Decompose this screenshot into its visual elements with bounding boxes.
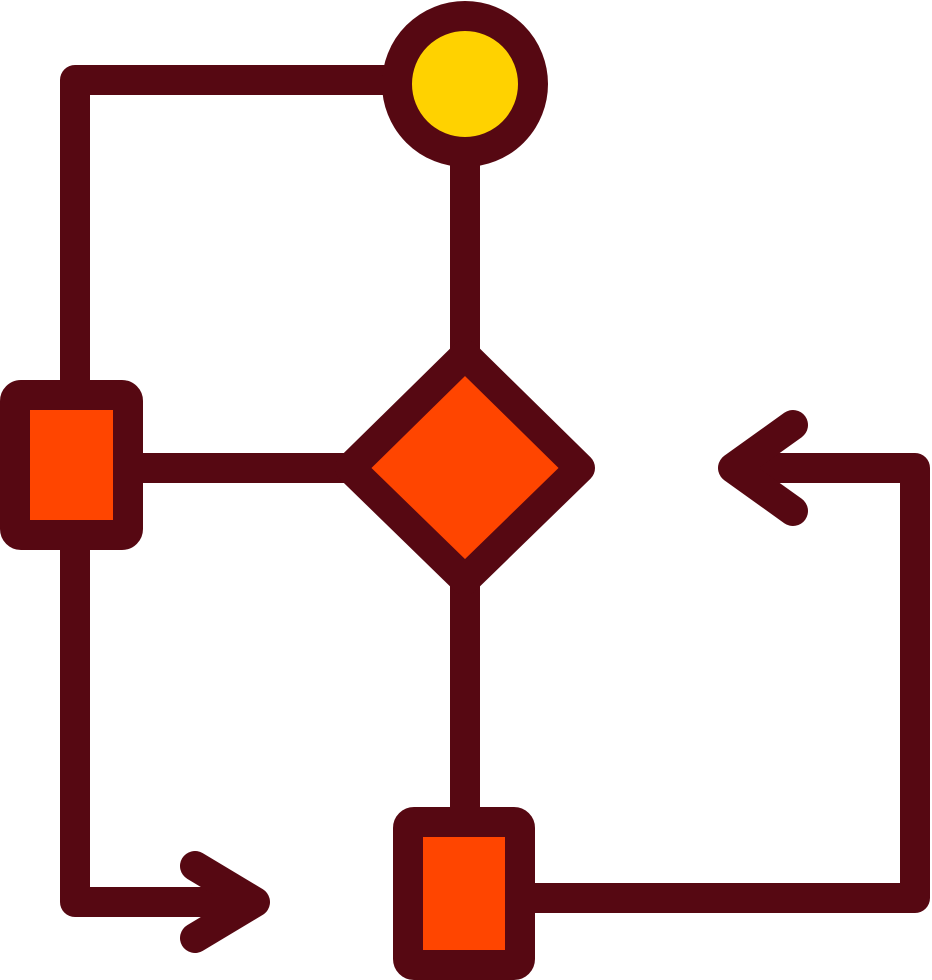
connector-left-box-outgoing bbox=[60, 530, 260, 917]
connectors bbox=[60, 65, 930, 917]
arrow-right-icon bbox=[180, 851, 270, 953]
arrow-left-icon bbox=[718, 410, 808, 526]
decision-diamond-icon bbox=[335, 340, 595, 595]
connector-start-to-left-box bbox=[60, 65, 410, 405]
process-box-bottom-icon bbox=[393, 807, 535, 980]
arrowheads bbox=[180, 410, 808, 953]
start-circle-icon bbox=[382, 1, 548, 167]
connector-bottom-box-loop bbox=[510, 453, 930, 913]
process-box-left-icon bbox=[0, 380, 143, 550]
